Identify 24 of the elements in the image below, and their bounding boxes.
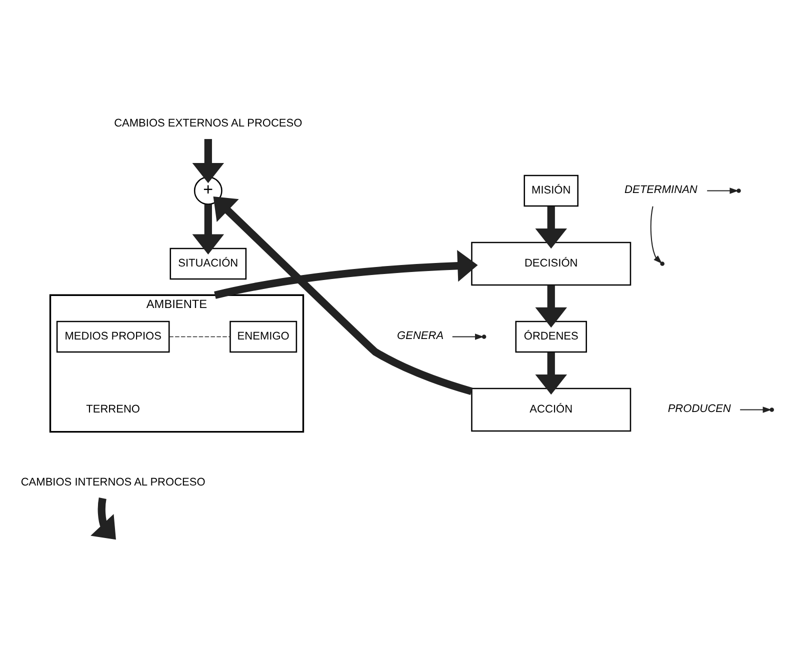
node-box: ENEMIGO <box>230 320 298 353</box>
arrow <box>535 206 567 249</box>
node-text: PRODUCEN <box>668 402 731 415</box>
arrow <box>535 285 568 328</box>
node-box: ÓRDENES <box>515 320 587 353</box>
node-text: GENERA <box>397 330 444 342</box>
connector <box>168 336 231 338</box>
node-text: CAMBIOS INTERNOS AL PROCESO <box>20 476 206 489</box>
node-box: DECISIÓN <box>471 242 632 286</box>
arrow <box>192 204 224 254</box>
arrow <box>707 188 739 194</box>
node-box: MEDIOS PROPIOS <box>56 320 170 353</box>
node-text: CAMBIOS EXTERNOS AL PROCESO <box>114 118 302 130</box>
node-text: DETERMINAN <box>624 184 698 196</box>
node-box: ACCIÓN <box>471 388 632 432</box>
node-box: SITUACIÓN <box>170 248 247 280</box>
arrow <box>452 334 484 340</box>
arrow <box>213 196 473 396</box>
arrow <box>740 406 772 413</box>
arrow <box>650 206 662 264</box>
arrow <box>192 139 224 184</box>
node-box: MISIÓN <box>524 174 578 207</box>
arrow <box>535 352 568 395</box>
node-circle: + <box>194 176 222 205</box>
